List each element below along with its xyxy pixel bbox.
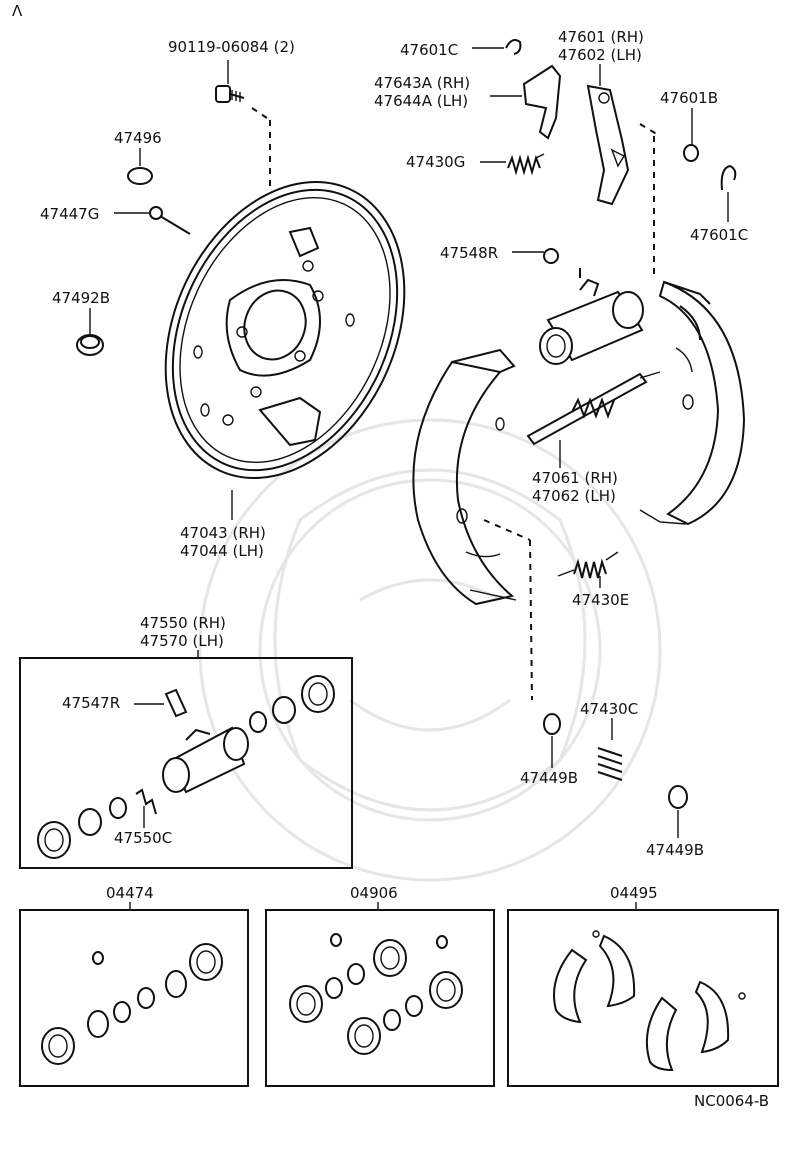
kit-1-parts bbox=[41, 943, 223, 1065]
strut-part bbox=[490, 64, 562, 140]
label-spring-g: 47430G bbox=[406, 153, 465, 171]
bleeder-part bbox=[512, 248, 559, 264]
kit-2-box bbox=[265, 909, 495, 1087]
label-cup-c: 47550C bbox=[114, 829, 172, 847]
kit-2-parts bbox=[289, 933, 463, 1055]
label-spring-c: 47430C bbox=[580, 700, 638, 718]
spring-c-part bbox=[597, 718, 623, 781]
pin-part bbox=[114, 206, 191, 235]
label-clip-c-right: 47601C bbox=[690, 226, 748, 244]
label-pin: 47447G bbox=[40, 205, 99, 223]
left-shoe-part bbox=[412, 348, 517, 606]
label-lever-lh: 47602 (LH) bbox=[558, 46, 642, 64]
cap-part bbox=[127, 148, 153, 185]
retainer-b2-part bbox=[668, 785, 688, 838]
leader-retainer-dash bbox=[529, 539, 533, 701]
adjuster-part bbox=[526, 371, 661, 468]
label-retainer-b2: 47449B bbox=[646, 841, 704, 859]
label-washer-b: 47601B bbox=[660, 89, 718, 107]
label-kit-1: 04474 bbox=[106, 884, 154, 902]
label-lever: 47601 (RH) bbox=[558, 28, 644, 46]
label-cyl-lh: 47570 (LH) bbox=[140, 632, 224, 650]
wheel-cylinder-part bbox=[539, 268, 644, 365]
label-plug: 47492B bbox=[52, 289, 110, 307]
spring-g-part bbox=[480, 153, 545, 176]
washer-b-part bbox=[683, 108, 699, 162]
label-bolt: 90119-06084 (2) bbox=[168, 38, 295, 56]
corner-mark: Λ bbox=[12, 2, 23, 20]
kit-3-parts bbox=[553, 930, 746, 1072]
cylinder-right-parts bbox=[249, 675, 335, 733]
label-clip-c-top: 47601C bbox=[400, 41, 458, 59]
kit-3-box bbox=[507, 909, 779, 1087]
spring-e-part bbox=[557, 551, 619, 588]
leader-lever-dash bbox=[639, 123, 661, 137]
label-backing-lh: 47044 (LH) bbox=[180, 542, 264, 560]
label-bleeder-r: 47547R bbox=[62, 694, 120, 712]
label-retainer-b1: 47449B bbox=[520, 769, 578, 787]
drawing-code: NC0064-B bbox=[694, 1092, 769, 1110]
kit-1-box bbox=[19, 909, 249, 1087]
cylinder-box bbox=[19, 657, 353, 869]
label-kit-2: 04906 bbox=[350, 884, 398, 902]
label-bleeder: 47548R bbox=[440, 244, 498, 262]
label-adjuster-rh: 47061 (RH) bbox=[532, 469, 618, 487]
cylinder-left-parts bbox=[37, 788, 157, 859]
retainer-b1-part bbox=[543, 713, 561, 768]
label-strut-rh: 47643A (RH) bbox=[374, 74, 470, 92]
backing-plate bbox=[164, 181, 406, 520]
right-shoe-part bbox=[639, 280, 746, 526]
watermark-emblem bbox=[198, 418, 662, 882]
bleeder-r-part bbox=[134, 688, 188, 718]
label-spring-e: 47430E bbox=[572, 591, 629, 609]
lever-part bbox=[586, 64, 630, 206]
label-kit-3: 04495 bbox=[610, 884, 658, 902]
cylinder-body-part bbox=[162, 726, 249, 794]
leader-shoe-dash bbox=[483, 519, 531, 541]
label-cyl-rh: 47550 (RH) bbox=[140, 614, 226, 632]
clip-top-part bbox=[472, 39, 522, 55]
label-adjuster-lh: 47062 (LH) bbox=[532, 487, 616, 505]
plug-part bbox=[76, 308, 104, 356]
label-backing-rh: 47043 (RH) bbox=[180, 524, 266, 542]
label-strut-lh: 47644A (LH) bbox=[374, 92, 468, 110]
label-cap: 47496 bbox=[114, 129, 162, 147]
bolt-part bbox=[215, 60, 271, 190]
clip-right-part bbox=[720, 164, 737, 222]
